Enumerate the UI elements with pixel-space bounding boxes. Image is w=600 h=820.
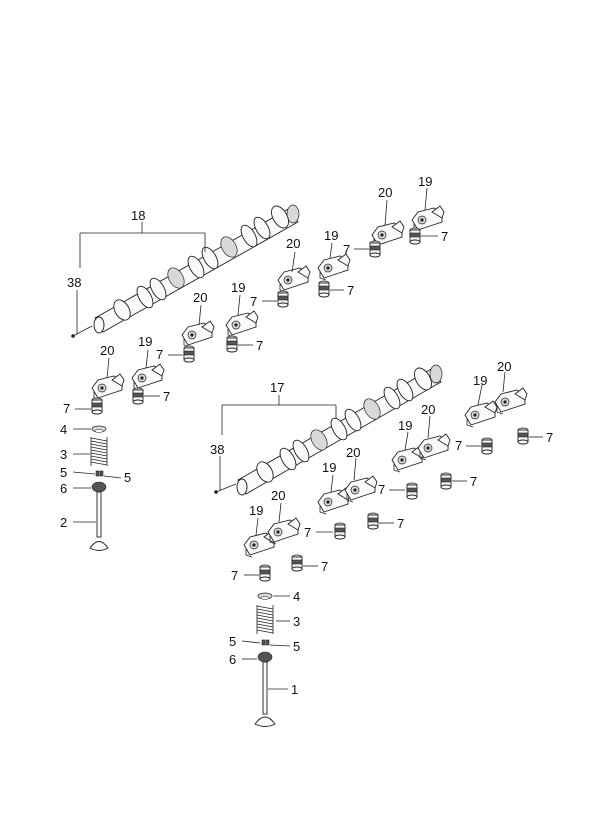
callout-4: 4 xyxy=(60,422,67,437)
callout-7: 7 xyxy=(256,338,263,353)
callout-7: 7 xyxy=(304,525,311,540)
callout-38-upper: 38 xyxy=(67,275,81,290)
callout-19: 19 xyxy=(322,460,336,475)
callout-19: 19 xyxy=(249,503,263,518)
camshaft-lower xyxy=(214,364,443,496)
callout-5: 5 xyxy=(60,465,67,480)
callout-7: 7 xyxy=(470,474,477,489)
callout-5: 5 xyxy=(229,634,236,649)
callout-7: 7 xyxy=(63,401,70,416)
callout-5: 5 xyxy=(293,639,300,654)
callout-38-lower: 38 xyxy=(210,442,224,457)
callout-19: 19 xyxy=(398,418,412,433)
rocker-group-lower-3 xyxy=(316,457,394,540)
rocker-group-lower-4 xyxy=(243,502,318,582)
callout-3: 3 xyxy=(60,447,67,462)
callout-19: 19 xyxy=(138,334,152,349)
rocker-group-upper-1 xyxy=(354,187,445,258)
callout-bracket-18 xyxy=(76,222,206,334)
rocker-group-upper-4 xyxy=(75,349,165,415)
callout-7: 7 xyxy=(546,430,553,445)
callout-4: 4 xyxy=(293,589,300,604)
callout-19: 19 xyxy=(418,174,432,189)
callout-20: 20 xyxy=(286,236,300,251)
rocker-group-lower-2 xyxy=(389,415,467,500)
callout-7: 7 xyxy=(343,242,350,257)
callout-6: 6 xyxy=(60,481,67,496)
callout-17: 17 xyxy=(270,380,284,395)
callout-1: 1 xyxy=(291,682,298,697)
rocker-group-upper-2 xyxy=(262,242,351,308)
camshaft-upper xyxy=(71,204,300,338)
callout-3: 3 xyxy=(293,614,300,629)
callout-7: 7 xyxy=(250,294,257,309)
callout-20: 20 xyxy=(378,185,392,200)
callout-20: 20 xyxy=(271,488,285,503)
callout-5: 5 xyxy=(124,470,131,485)
callout-20: 20 xyxy=(421,402,435,417)
callout-7: 7 xyxy=(455,438,462,453)
callout-7: 7 xyxy=(156,347,163,362)
callout-7: 7 xyxy=(163,389,170,404)
callout-7: 7 xyxy=(441,229,448,244)
callout-19: 19 xyxy=(324,228,338,243)
rocker-group-upper-3 xyxy=(168,294,259,363)
callout-7: 7 xyxy=(347,283,354,298)
callout-20: 20 xyxy=(497,359,511,374)
callout-bracket-17 xyxy=(219,395,337,490)
callout-7: 7 xyxy=(397,516,404,531)
callout-2: 2 xyxy=(60,515,67,530)
callout-19: 19 xyxy=(473,373,487,388)
callout-20: 20 xyxy=(193,290,207,305)
valve-assembly-upper xyxy=(72,425,122,551)
callout-20: 20 xyxy=(346,445,360,460)
callout-19: 19 xyxy=(231,280,245,295)
callout-18: 18 xyxy=(131,208,145,223)
rocker-group-lower-1 xyxy=(464,371,543,455)
callout-7: 7 xyxy=(231,568,238,583)
callout-7: 7 xyxy=(321,559,328,574)
callout-20: 20 xyxy=(100,343,114,358)
callout-7: 7 xyxy=(378,482,385,497)
valve-assembly-lower xyxy=(241,592,291,727)
callout-6: 6 xyxy=(229,652,236,667)
